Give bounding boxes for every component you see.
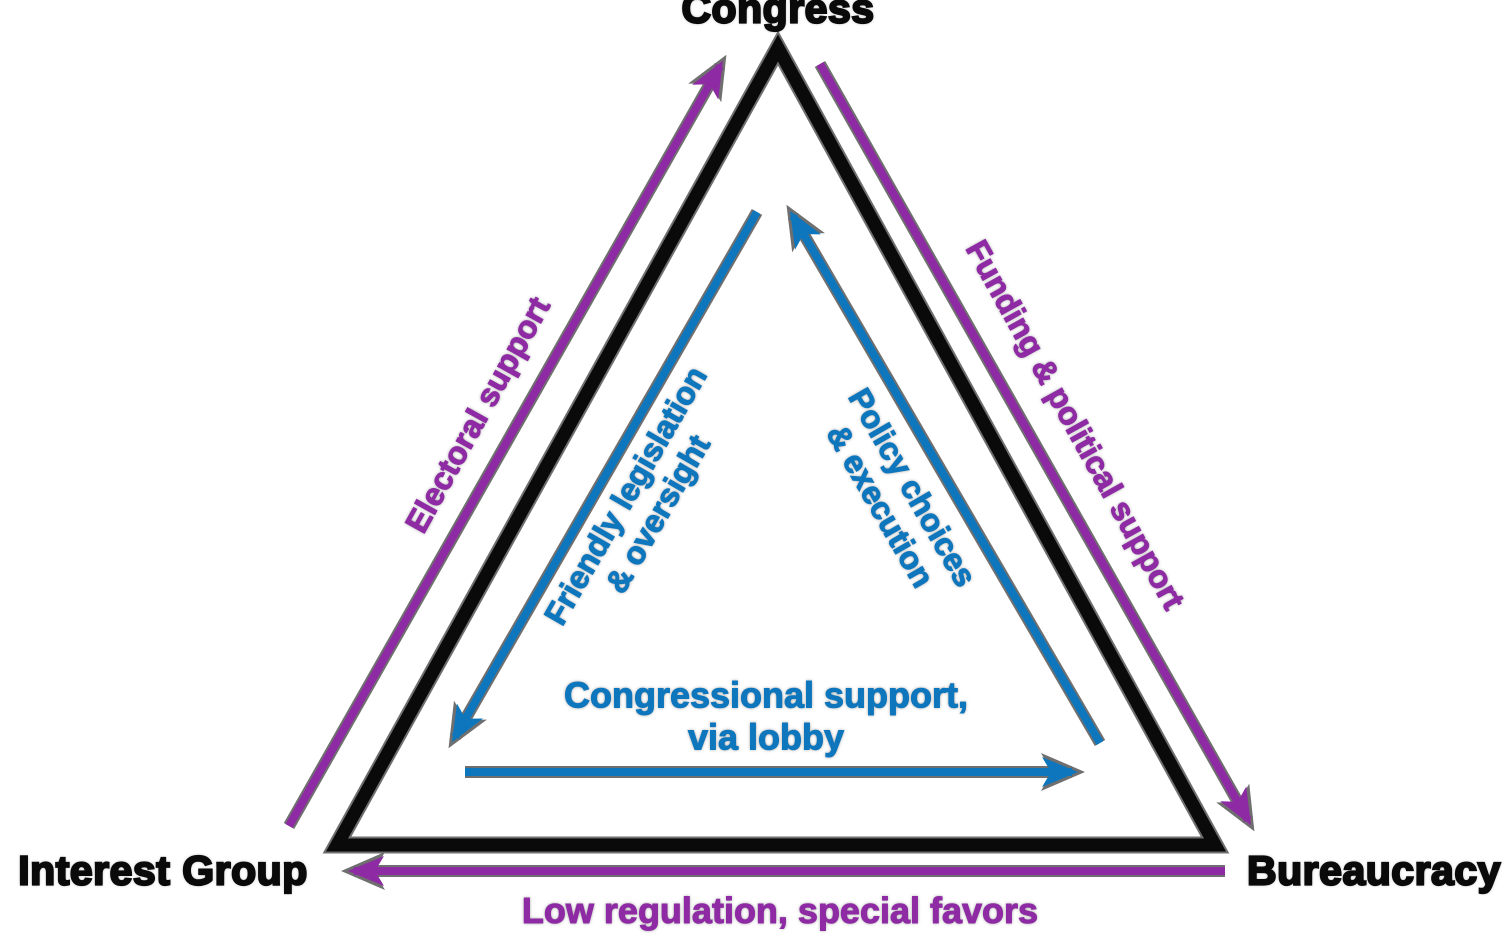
edge-label-congressional-support: Congressional support, via lobby xyxy=(563,674,969,758)
funding-political-support-arrow xyxy=(814,61,1255,832)
triangle-outline xyxy=(322,30,1230,854)
electoral-support-arrow xyxy=(283,54,727,829)
vertex-label-interest-group: Interest Group xyxy=(17,846,308,894)
friendly-legislation-arrow xyxy=(448,209,763,749)
edge-label-low-regulation: Low regulation, special favors xyxy=(521,890,1039,932)
policy-choices-arrow xyxy=(786,204,1106,747)
vertex-label-bureaucracy: Bureaucracy xyxy=(1246,846,1502,894)
edge-label-congressional-support-line1: Congressional support, xyxy=(563,674,969,716)
vertex-label-congress: Congress xyxy=(680,0,875,33)
edge-label-congressional-support-line2: via lobby xyxy=(687,716,845,758)
